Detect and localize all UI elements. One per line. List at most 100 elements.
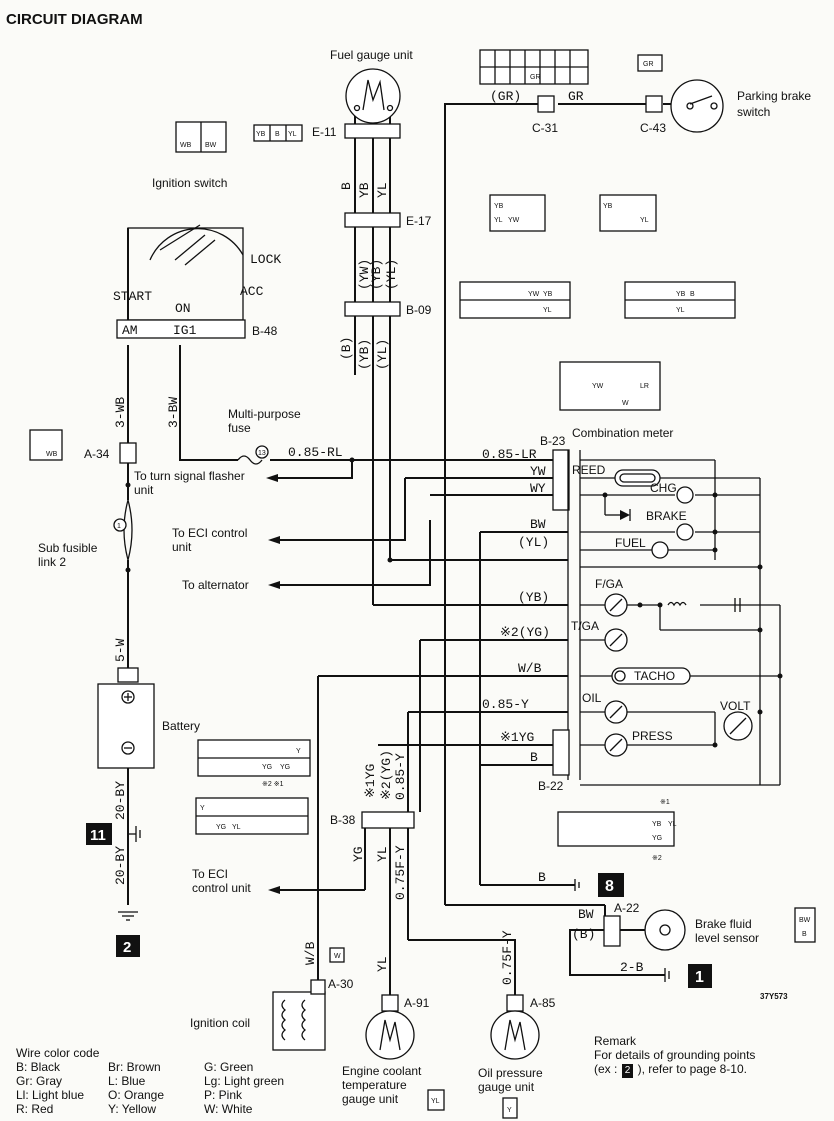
wire-yg-meter-label: ※2(YG) bbox=[500, 625, 550, 640]
wire-wb-meter-label: W/B bbox=[518, 661, 542, 676]
connector-b48: B-48 bbox=[252, 324, 278, 338]
svg-text:level sensor: level sensor bbox=[695, 931, 759, 945]
svg-text:YG: YG bbox=[652, 835, 662, 842]
brake-fluid-level-sensor: BW (B) A-22 Brake fluid level sensor BW … bbox=[572, 901, 816, 951]
wire-20by-b-label: 20-BY bbox=[113, 846, 128, 885]
wire-yg2-vert-label: ※2(YG) bbox=[379, 750, 394, 800]
wire-yl-low-label: YL bbox=[375, 846, 390, 862]
svg-text:PRESS: PRESS bbox=[632, 729, 673, 743]
svg-text:B: B bbox=[690, 291, 695, 298]
svg-text:※2 ※1: ※2 ※1 bbox=[262, 781, 284, 788]
wire-yb-meter-label: (YB) bbox=[518, 590, 549, 605]
wire-20by-a-label: 20-BY bbox=[113, 781, 128, 820]
svg-text:switch: switch bbox=[737, 105, 770, 119]
connector-c31: C-31 bbox=[532, 121, 558, 135]
wire-yl-meter-label: (YL) bbox=[518, 535, 549, 550]
svg-text:LR: LR bbox=[640, 383, 649, 390]
svg-text:AM: AM bbox=[122, 323, 138, 338]
wire-yg-low-label: YG bbox=[351, 846, 366, 862]
svg-text:13: 13 bbox=[258, 450, 266, 457]
wire-085rl-label: 0.85-RL bbox=[288, 445, 343, 460]
svg-text:TACHO: TACHO bbox=[634, 669, 675, 683]
ignition-coil: A-30 Ignition coil bbox=[190, 977, 354, 1051]
svg-text:YW: YW bbox=[508, 217, 520, 224]
remark-line2: (ex : 2 ), refer to page 8-10. bbox=[594, 1062, 747, 1078]
svg-text:To alternator: To alternator bbox=[182, 578, 249, 592]
svg-text:unit: unit bbox=[134, 483, 154, 497]
connector-b38: B-38 bbox=[330, 811, 415, 829]
svg-text:YL: YL bbox=[640, 217, 649, 224]
svg-text:YL: YL bbox=[543, 307, 552, 314]
legend-item: Y: Yellow bbox=[108, 1102, 157, 1116]
arrow-to-eci: To ECI control unit bbox=[172, 526, 280, 554]
wire-gr1-label: (GR) bbox=[490, 89, 521, 104]
wire-075fy-label: 0.75F-Y bbox=[393, 845, 408, 900]
connector-c31-body bbox=[537, 95, 555, 113]
svg-text:To ECI: To ECI bbox=[192, 867, 228, 881]
svg-text:YB: YB bbox=[543, 291, 553, 298]
ground-1: 2-B 1 bbox=[620, 960, 712, 988]
fuel-gauge-unit-label: Fuel gauge unit bbox=[330, 48, 413, 62]
connector-b22: B-22 bbox=[538, 779, 564, 793]
svg-text:11: 11 bbox=[90, 827, 106, 844]
wire-yg1-vert-label: ※1YG bbox=[363, 764, 378, 798]
svg-text:YW: YW bbox=[592, 383, 604, 390]
connector-face-w bbox=[329, 947, 345, 963]
wire-b-meter-label: B bbox=[530, 750, 538, 765]
wire-085y-label: 0.85-Y bbox=[482, 697, 529, 712]
svg-text:1: 1 bbox=[695, 969, 704, 986]
wire-yb-label: YB bbox=[357, 182, 372, 198]
wire-b-p-label: (B) bbox=[339, 337, 354, 360]
parking-brake-switch: Parking brake switch bbox=[670, 79, 811, 133]
connector-face-grid-top: GR bbox=[479, 49, 589, 85]
svg-text:Ignition coil: Ignition coil bbox=[190, 1016, 250, 1030]
legend-item: R: Red bbox=[16, 1102, 54, 1116]
connector-face-gr-small: GR bbox=[637, 54, 663, 72]
svg-text:unit: unit bbox=[172, 540, 192, 554]
remark: Remark For details of grounding points (… bbox=[594, 1034, 824, 1078]
svg-text:link 2: link 2 bbox=[38, 555, 66, 569]
legend-item: O: Orange bbox=[108, 1088, 165, 1102]
svg-text:(B): (B) bbox=[572, 927, 595, 942]
legend-item: L: Blue bbox=[108, 1074, 146, 1088]
connector-face-y-yg: Y YG YG ※2 ※1 bbox=[197, 739, 311, 788]
svg-text:WB: WB bbox=[180, 142, 192, 149]
svg-text:BW: BW bbox=[578, 907, 594, 922]
connector-a34: A-34 WB bbox=[29, 429, 137, 464]
connector-c43: C-43 bbox=[640, 121, 666, 135]
wire-b-ground-label: B bbox=[538, 870, 546, 885]
battery: Battery bbox=[97, 667, 200, 769]
legend-item: Br: Brown bbox=[108, 1060, 161, 1074]
connector-face-yb-yl-yg: YB YL YG ※1 ※2 bbox=[557, 799, 677, 862]
wire-yl-label: YL bbox=[375, 182, 390, 198]
svg-text:To turn signal flasher: To turn signal flasher bbox=[134, 469, 245, 483]
svg-text:YL: YL bbox=[494, 217, 503, 224]
wire-yg1-meter-label: ※1YG bbox=[500, 730, 534, 745]
svg-text:B: B bbox=[802, 931, 807, 938]
multipurpose-fuse: 13 bbox=[237, 445, 269, 465]
connector-face-yb-b-yl: YB B YL bbox=[253, 124, 303, 142]
wire-yw-label: (YW) bbox=[357, 259, 372, 290]
legend-item: Ll: Light blue bbox=[16, 1088, 85, 1102]
svg-text:Oil pressure: Oil pressure bbox=[478, 1066, 543, 1080]
svg-text:BRAKE: BRAKE bbox=[646, 509, 687, 523]
connector-face-meter: YW LR W bbox=[559, 361, 661, 411]
engine-coolant-gauge-unit: YL A-91 Engine coolant temperature gauge… bbox=[342, 956, 445, 1111]
connector-e11: E-11 bbox=[312, 123, 401, 139]
combination-meter-label: Combination meter bbox=[572, 426, 673, 440]
wire-2b-label: 2-B bbox=[620, 960, 644, 975]
svg-text:Parking brake: Parking brake bbox=[737, 89, 811, 103]
svg-text:B: B bbox=[275, 131, 280, 138]
combination-meter: Combination meter B-23 B-22 REED CHG BRA… bbox=[538, 426, 753, 793]
svg-text:CHG: CHG bbox=[650, 481, 677, 495]
diagram-code: 37Y573 bbox=[760, 992, 788, 1001]
svg-text:W: W bbox=[334, 953, 341, 960]
svg-text:gauge unit: gauge unit bbox=[342, 1092, 399, 1106]
svg-text:IG1: IG1 bbox=[173, 323, 197, 338]
svg-text:YB: YB bbox=[603, 203, 613, 210]
svg-text:※1: ※1 bbox=[660, 799, 670, 806]
svg-text:To ECI control: To ECI control bbox=[172, 526, 247, 540]
connector-c43-body bbox=[645, 95, 663, 113]
arrow-to-alternator: To alternator bbox=[182, 578, 280, 592]
